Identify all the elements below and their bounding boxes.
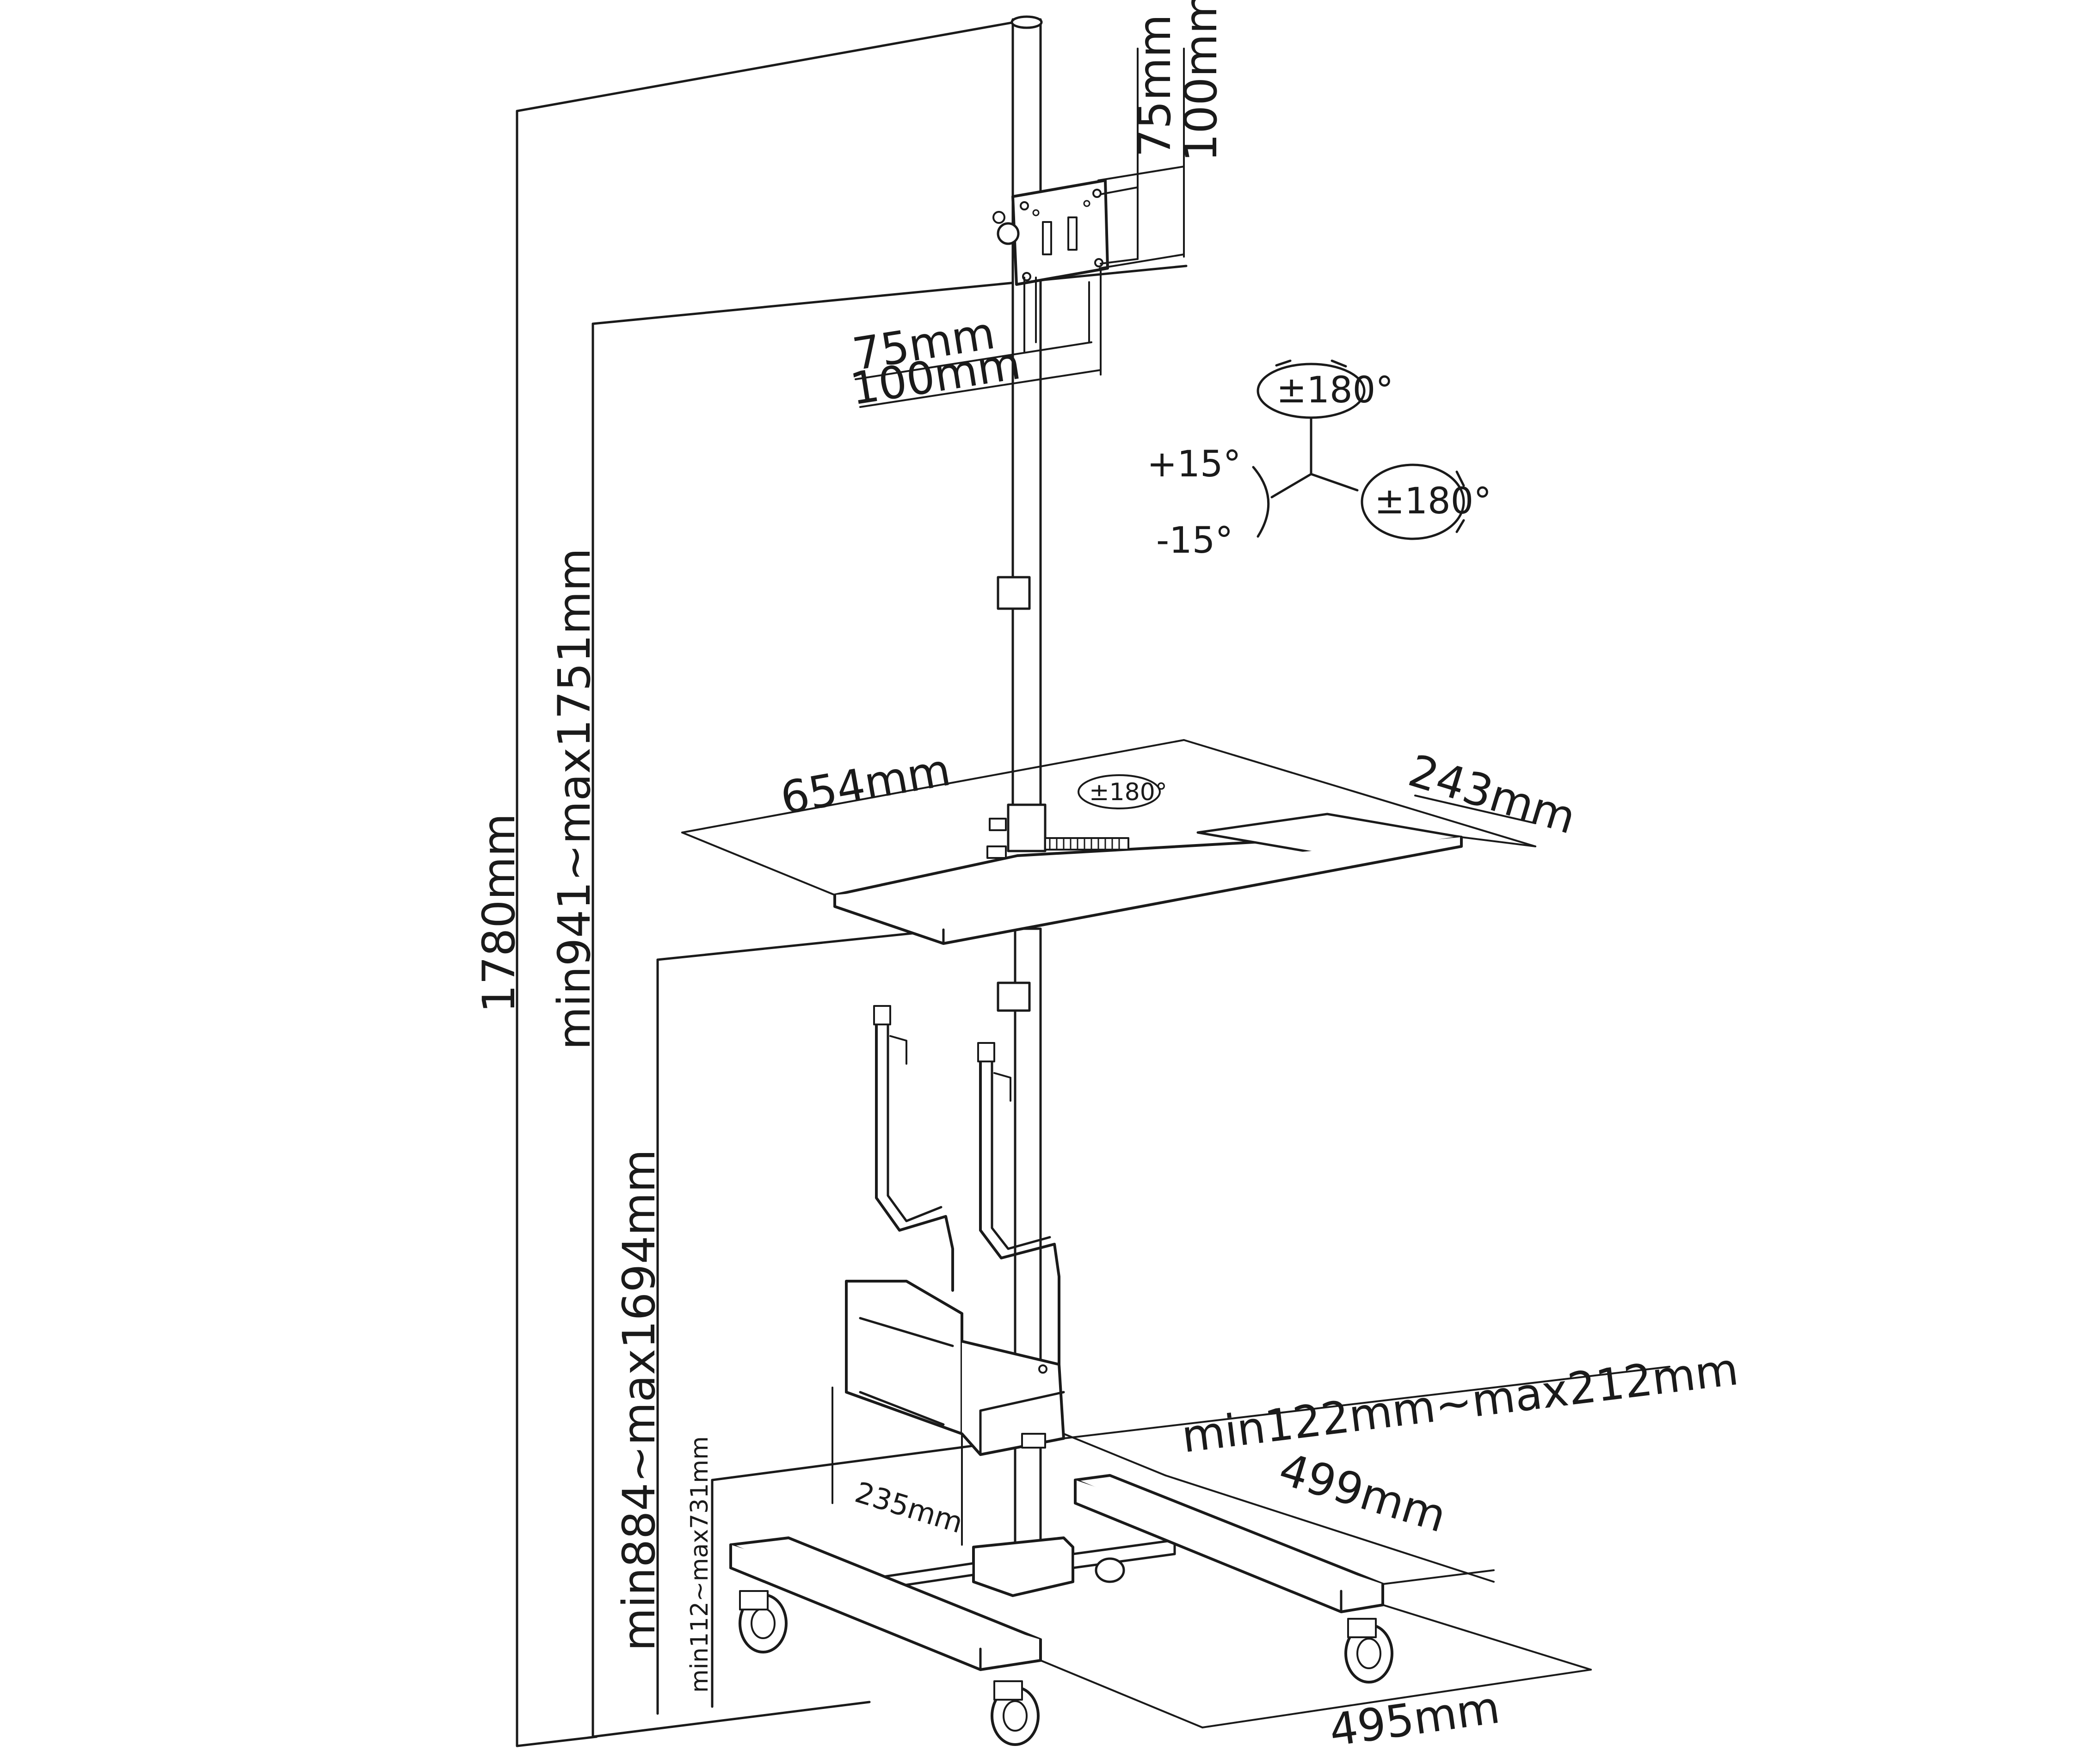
cable-clip-lower <box>997 981 1031 1012</box>
cpu-dimension-lines <box>832 1366 1670 1546</box>
tray-depth-label: 243mm <box>1403 745 1582 844</box>
tray-swivel-ellipse <box>1078 774 1161 809</box>
tray-height-label: min884~max1694mm <box>613 1149 665 1651</box>
cpu-height-label: min112~max731mm <box>686 1436 714 1693</box>
tilt-arc-icon <box>1252 466 1270 538</box>
cpu-side-plate <box>845 1280 963 1435</box>
vesa-dimension-lines <box>855 48 1185 408</box>
tray-width-label: 654mm <box>777 744 955 825</box>
tilt-knob-icon <box>997 222 1020 245</box>
base-dimension-lines <box>1040 1474 1592 1728</box>
wheeled-base <box>729 1474 1393 1746</box>
rotation-indicator <box>1252 359 1465 540</box>
tilt-up-label: +15° <box>1147 444 1241 485</box>
cpu-width-range-label: min122mm~max212mm <box>1179 1343 1741 1463</box>
tray-dimension-lines <box>681 739 1536 896</box>
caster-wheel-back-right <box>1344 1618 1393 1684</box>
base-width-label: 495mm <box>1326 1681 1503 1756</box>
rotate-ellipse <box>1361 463 1465 540</box>
caster-wheel-front-left <box>739 1590 788 1653</box>
tray-swivel-label: ±180° <box>1089 778 1167 806</box>
swivel-degree-label: ±180° <box>1276 370 1393 411</box>
caster-wheel-back-left <box>1095 1557 1125 1583</box>
base-length-label: 499mm <box>1273 1443 1452 1542</box>
keyboard-tray <box>833 774 1463 945</box>
cpu-holder-brackets <box>845 1005 1065 1456</box>
vesa-vertical-large-label: 100mm <box>1175 0 1227 162</box>
vesa-vertical-small-label: 75mm <box>1129 14 1181 157</box>
rotate-degree-label: ±180° <box>1374 481 1491 522</box>
cpu-depth-label: 235mm <box>851 1475 967 1540</box>
monitor-height-label: min941~max1751mm <box>548 548 600 1050</box>
vesa-mount-plate <box>992 179 1109 286</box>
base-hub <box>972 1536 1074 1597</box>
total-height-label: 1780mm <box>473 814 525 1013</box>
tilt-down-label: -15° <box>1156 520 1233 561</box>
caster-wheel-front-right <box>991 1680 1040 1746</box>
center-pole <box>997 15 1047 1557</box>
cable-clip-upper <box>997 576 1031 610</box>
height-dimension-lines <box>516 19 1188 1747</box>
